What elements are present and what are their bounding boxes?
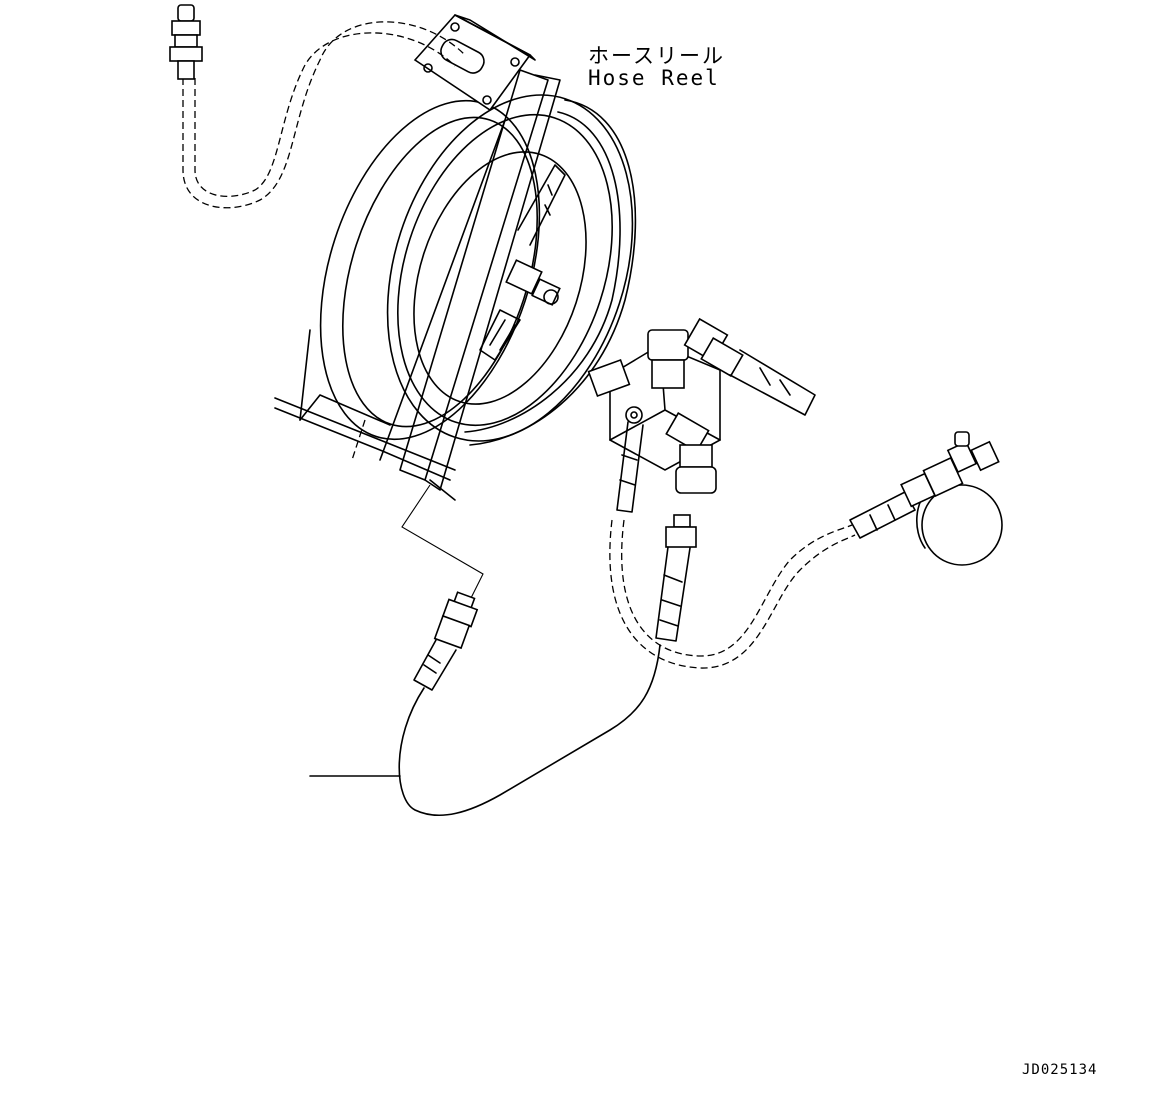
hose-reel-label-english: Hose Reel xyxy=(588,66,720,90)
top-nozzle-fitting xyxy=(169,4,203,80)
left-hose-connector xyxy=(413,591,479,691)
reel-supply-hose xyxy=(182,21,466,209)
valve-tee-block xyxy=(587,317,816,513)
hose-reel-label-japanese: ホースリール xyxy=(588,44,725,68)
leader-line xyxy=(401,484,484,601)
document-code: JD025134 xyxy=(1022,1062,1098,1078)
lower-hose-assembly xyxy=(309,514,697,817)
right-hose-connector xyxy=(655,514,697,642)
pressure-gauge xyxy=(849,431,1003,566)
gauge-hose xyxy=(609,519,856,669)
